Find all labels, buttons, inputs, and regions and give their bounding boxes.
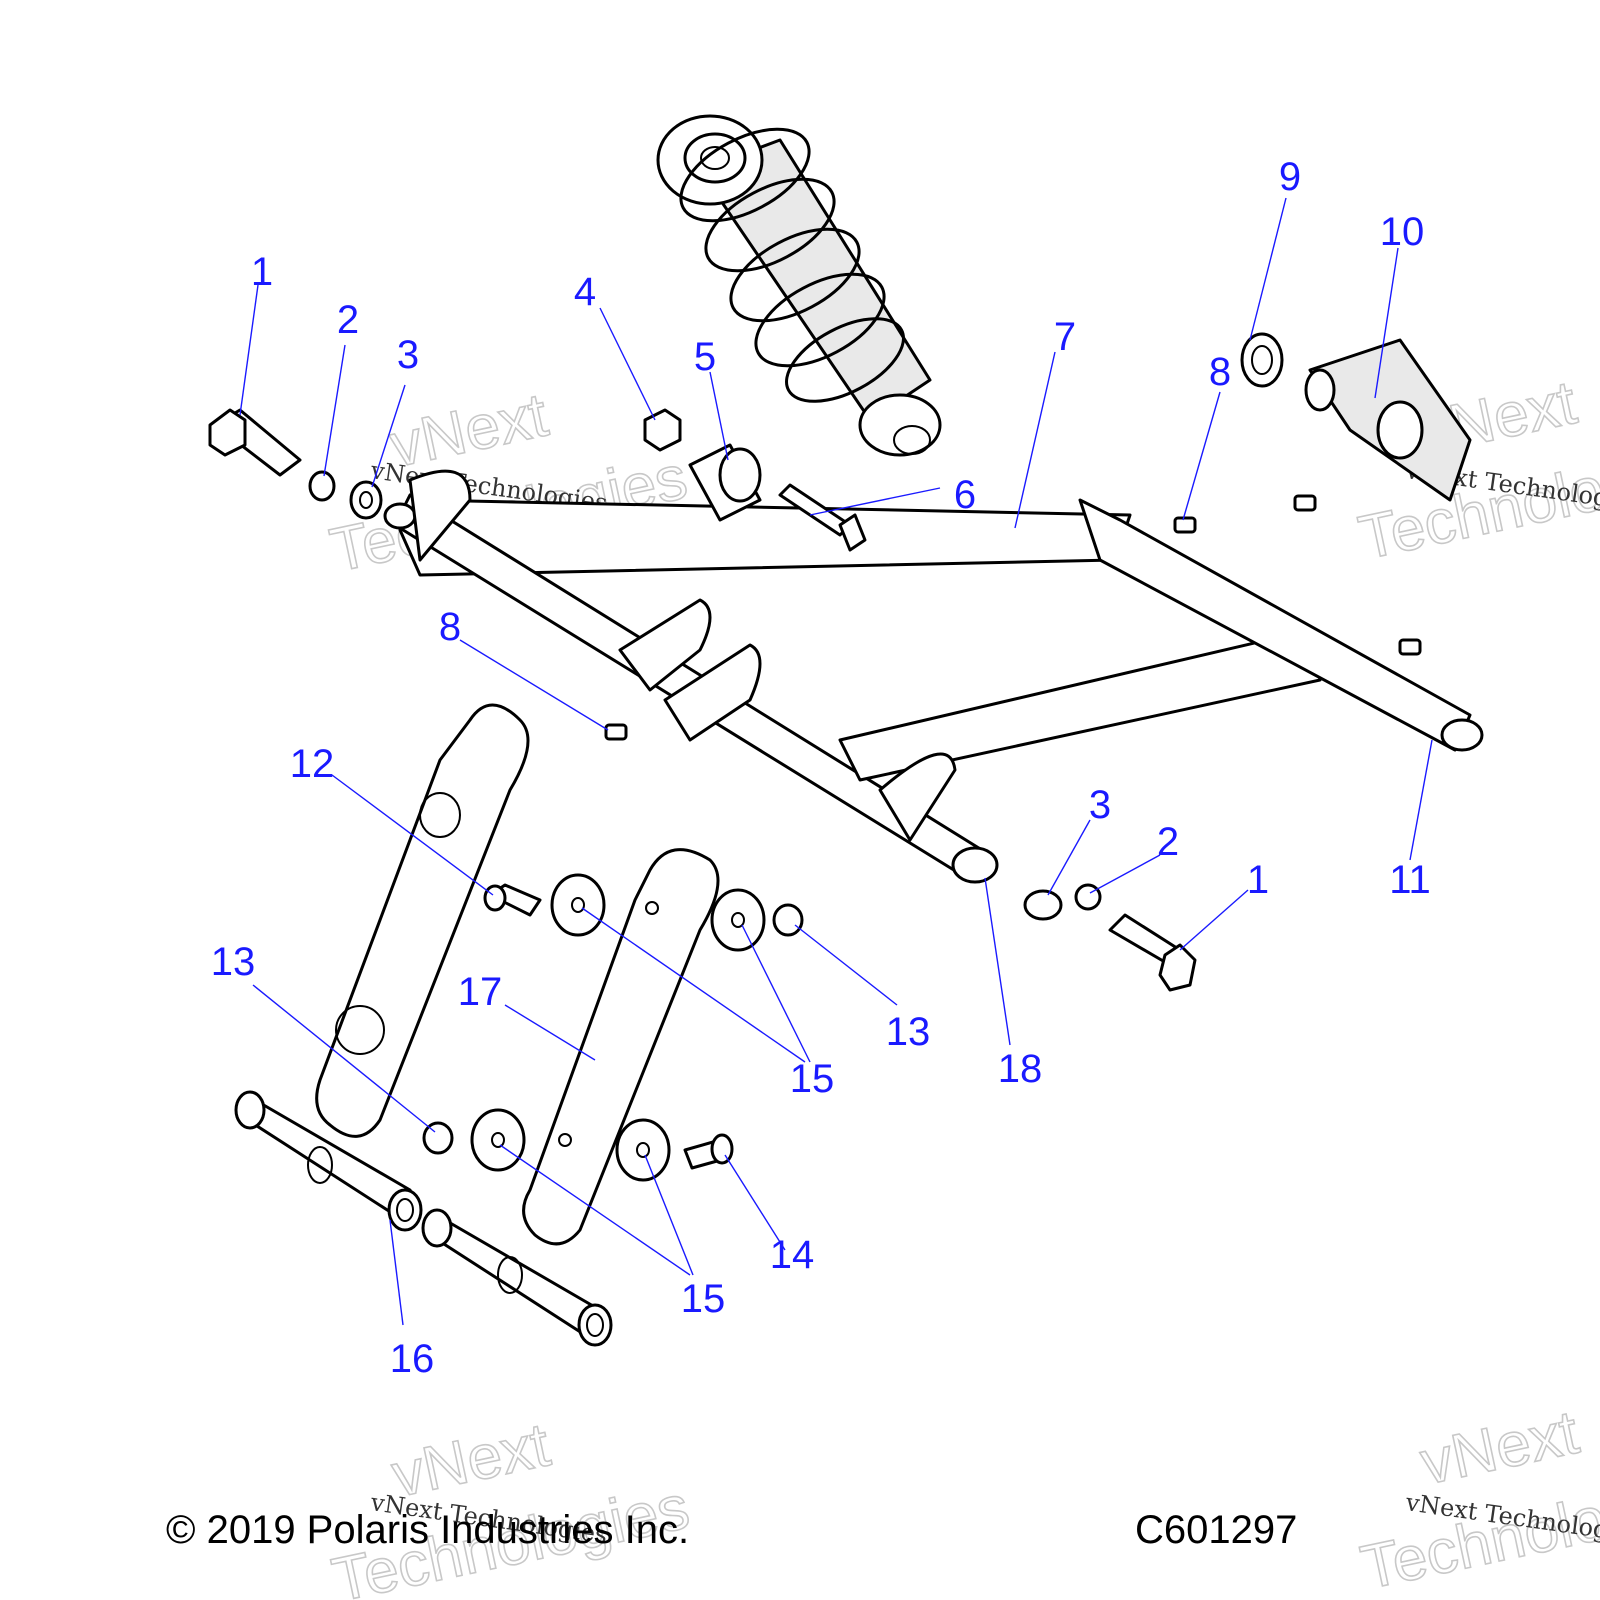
bushings: [234, 1090, 613, 1347]
callout-7[interactable]: 7: [1054, 315, 1076, 359]
link-hardware: [422, 873, 804, 1182]
pivot-bracket: [1240, 332, 1472, 502]
callout-3-right[interactable]: 3: [1089, 783, 1111, 827]
callout-13-right[interactable]: 13: [886, 1010, 931, 1054]
callout-6[interactable]: 6: [954, 473, 976, 517]
leader-lines: [239, 197, 1433, 1326]
small-parts-top: [643, 408, 867, 552]
callout-8-left[interactable]: 8: [439, 605, 461, 649]
callout-10[interactable]: 10: [1380, 210, 1425, 254]
callout-4[interactable]: 4: [574, 270, 596, 314]
callout-16[interactable]: 16: [390, 1337, 435, 1381]
callout-18[interactable]: 18: [998, 1047, 1043, 1091]
callout-1-right[interactable]: 1: [1247, 858, 1269, 902]
callout-1-left[interactable]: 1: [251, 250, 273, 294]
callout-15-top[interactable]: 15: [790, 1057, 835, 1101]
callout-2-right[interactable]: 2: [1157, 820, 1179, 864]
callout-9[interactable]: 9: [1279, 155, 1301, 199]
callout-5[interactable]: 5: [694, 335, 716, 379]
copyright-text: © 2019 Polaris Industries Inc.: [166, 1508, 690, 1552]
callout-8-right[interactable]: 8: [1209, 350, 1231, 394]
a-arm-frame: [383, 469, 1484, 884]
callout-13-left[interactable]: 13: [211, 940, 256, 984]
callout-14[interactable]: 14: [770, 1233, 815, 1277]
callout-15-bottom[interactable]: 15: [681, 1277, 726, 1321]
callouts: 1 2 3 4 5 6 7 8 9 10 11 8 12 13 13 14 15…: [211, 155, 1431, 1381]
grease-fittings: [604, 494, 1422, 741]
link-arms: [315, 703, 720, 1246]
left-hardware: [208, 408, 383, 520]
right-hardware: [1023, 883, 1197, 992]
callout-17[interactable]: 17: [458, 970, 503, 1014]
diagram-code: C601297: [1135, 1508, 1298, 1552]
callout-11[interactable]: 11: [1389, 858, 1431, 902]
callout-3-left[interactable]: 3: [397, 333, 419, 377]
callout-12[interactable]: 12: [290, 742, 335, 786]
shock-absorber: [656, 114, 942, 457]
watermark-big-4a: vNext: [1415, 1398, 1584, 1498]
callout-2-left[interactable]: 2: [337, 298, 359, 342]
